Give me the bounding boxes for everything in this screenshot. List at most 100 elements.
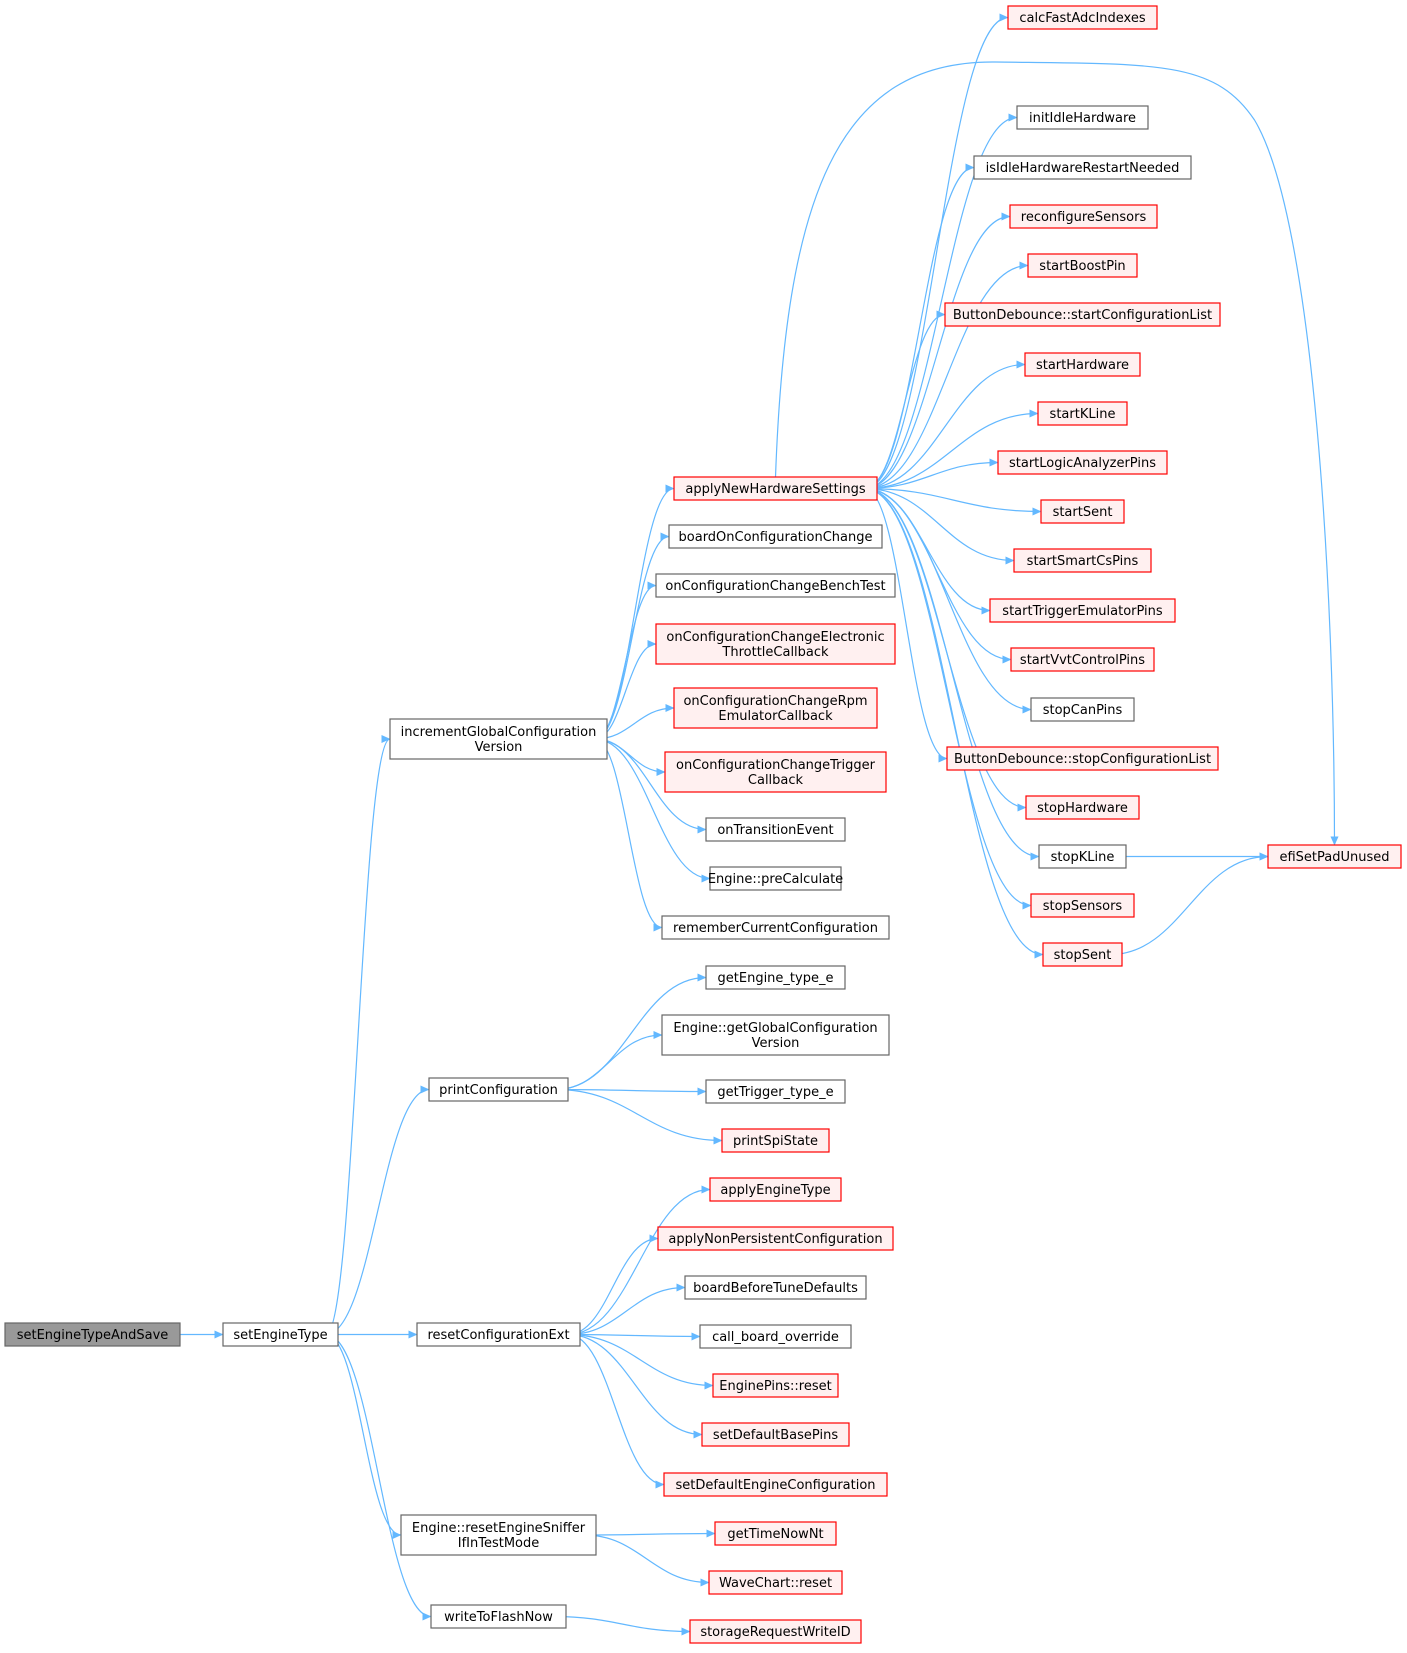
node-setDefaultEngineConfiguration[interactable]: setDefaultEngineConfiguration [663,1472,888,1497]
node-box [1037,401,1128,426]
node-label: startBoostPin [1039,259,1125,274]
node-stopSensors[interactable]: stopSensors [1030,893,1135,918]
node-onTransitionEvent[interactable]: onTransitionEvent [705,817,846,842]
node-writeToFlashNow[interactable]: writeToFlashNow [430,1604,567,1629]
node-startSent[interactable]: startSent [1040,499,1125,524]
node-applyNewHardwareSettings[interactable]: applyNewHardwareSettings [673,476,878,501]
node-label: calcFastAdcIndexes [1019,11,1145,26]
node-stopConfigurationList[interactable]: ButtonDebounce::stopConfigurationList [946,746,1219,771]
edge-resetConfigurationExt-to-boardBeforeTuneDefaults [567,1283,686,1336]
node-box [673,476,878,501]
edges-layer [168,13,1339,1636]
node-EnginePinsReset[interactable]: EnginePins::reset [712,1373,839,1398]
node-box [1010,647,1155,672]
node-box [1016,105,1149,130]
node-printSpiState[interactable]: printSpiState [721,1128,830,1153]
edge-resetConfigurationExt-to-setDefaultEngineConfiguration [567,1333,665,1489]
node-box [1024,352,1141,377]
node-stopSent[interactable]: stopSent [1042,942,1123,967]
node-stopKLine[interactable]: stopKLine [1038,844,1127,869]
node-startBoostPin[interactable]: startBoostPin [1027,253,1138,278]
node-preCalculate[interactable]: Engine::preCalculate [708,866,843,891]
node-label: printSpiState [733,1134,818,1149]
node-label: startSmartCsPins [1027,554,1139,569]
edge-setEngineType-to-printConfiguration [325,1085,430,1336]
node-WaveChartReset[interactable]: WaveChart::reset [708,1570,843,1595]
node-initIdleHardware[interactable]: initIdleHardware [1016,105,1149,130]
node-box [222,1322,339,1347]
node-label: EmulatorCallback [718,709,833,724]
node-box [1027,253,1138,278]
node-stopCanPins[interactable]: stopCanPins [1030,697,1135,722]
node-startLogicAnalyzerPins[interactable]: startLogicAnalyzerPins [997,450,1168,475]
node-setDefaultBasePins[interactable]: setDefaultBasePins [701,1422,850,1447]
node-box [1042,942,1123,967]
node-label: stopKLine [1051,850,1115,865]
node-onConfigurationChangeBenchTest[interactable]: onConfigurationChangeBenchTest [655,573,896,598]
node-box [699,1324,852,1349]
node-setEngineTypeAndSave[interactable]: setEngineTypeAndSave [4,1322,181,1347]
node-label: setDefaultBasePins [713,1428,838,1443]
node-label: Version [475,740,523,755]
edge-incrementGlobalConfigurationVersion-to-preCalculate [594,738,711,883]
edge-printConfiguration-to-getTrigger_type_e [555,1087,707,1096]
node-box [430,1604,567,1629]
edge-applyNewHardwareSettings-to-initIdleHardware [864,113,1018,490]
node-getEngine_type_e[interactable]: getEngine_type_e [705,965,846,990]
node-box [689,1619,862,1644]
node-label: EnginePins::reset [719,1379,831,1394]
node-box [705,1079,846,1104]
node-boardOnConfigurationChange[interactable]: boardOnConfigurationChange [668,524,883,549]
node-isIdleHardwareRestartNeeded[interactable]: isIdleHardwareRestartNeeded [973,155,1192,180]
node-resetConfigurationExt[interactable]: resetConfigurationExt [416,1322,581,1347]
node-box [973,155,1192,180]
node-printConfiguration[interactable]: printConfiguration [428,1077,569,1102]
edge-setEngineType-to-writeToFlashNow [325,1333,432,1621]
node-call_board_override[interactable]: call_board_override [699,1324,852,1349]
node-startTriggerEmulatorPins[interactable]: startTriggerEmulatorPins [989,598,1176,623]
edge-printConfiguration-to-printSpiState [555,1088,723,1145]
node-label: IfInTestMode [458,1536,540,1551]
node-getTrigger_type_e[interactable]: getTrigger_type_e [705,1079,846,1104]
node-storageRequestWriteID[interactable]: storageRequestWriteID [689,1619,862,1644]
node-efiSetPadUnused[interactable]: efiSetPadUnused [1267,844,1402,869]
node-startVvtControlPins[interactable]: startVvtControlPins [1010,647,1155,672]
node-box [705,965,846,990]
node-setEngineType[interactable]: setEngineType [222,1322,339,1347]
edge-applyNewHardwareSettings-to-startLogicAnalyzerPins [864,458,999,490]
node-startSmartCsPins[interactable]: startSmartCsPins [1013,548,1152,573]
node-calcFastAdcIndexes[interactable]: calcFastAdcIndexes [1007,5,1158,30]
node-onConfigurationChangeElectronicThrottleCallback[interactable]: onConfigurationChangeElectronicThrottleC… [655,623,896,665]
node-box [400,1514,597,1556]
node-startKLine[interactable]: startKLine [1037,401,1128,426]
node-startHardware[interactable]: startHardware [1024,352,1141,377]
node-label: incrementGlobalConfiguration [401,725,597,740]
node-label: applyNewHardwareSettings [685,482,865,497]
edge-resetEngineSnifferIfInTestMode-to-WaveChartReset [583,1534,710,1587]
node-box [663,1472,888,1497]
node-label: onConfigurationChangeElectronic [666,630,884,645]
node-rememberCurrentConfiguration[interactable]: rememberCurrentConfiguration [661,915,890,940]
edge-incrementGlobalConfigurationVersion-to-onTransitionEvent [594,738,707,834]
node-label: startSent [1053,505,1113,520]
node-reconfigureSensors[interactable]: reconfigureSensors [1009,204,1158,229]
node-applyNonPersistentConfiguration[interactable]: applyNonPersistentConfiguration [657,1226,894,1251]
node-boardBeforeTuneDefaults[interactable]: boardBeforeTuneDefaults [684,1275,867,1300]
node-stopHardware[interactable]: stopHardware [1025,795,1140,820]
node-box [1025,795,1140,820]
node-label: getTrigger_type_e [717,1085,833,1100]
edge-writeToFlashNow-to-storageRequestWriteID [553,1615,691,1636]
node-label: stopHardware [1037,801,1128,816]
node-label: startKLine [1050,407,1116,422]
node-getTimeNowNt[interactable]: getTimeNowNt [714,1521,837,1546]
node-box [712,1373,839,1398]
node-startConfigurationList[interactable]: ButtonDebounce::startConfigurationList [944,302,1221,327]
node-label: Version [752,1036,800,1051]
node-applyEngineType[interactable]: applyEngineType [709,1177,842,1202]
node-label: isIdleHardwareRestartNeeded [986,161,1180,176]
